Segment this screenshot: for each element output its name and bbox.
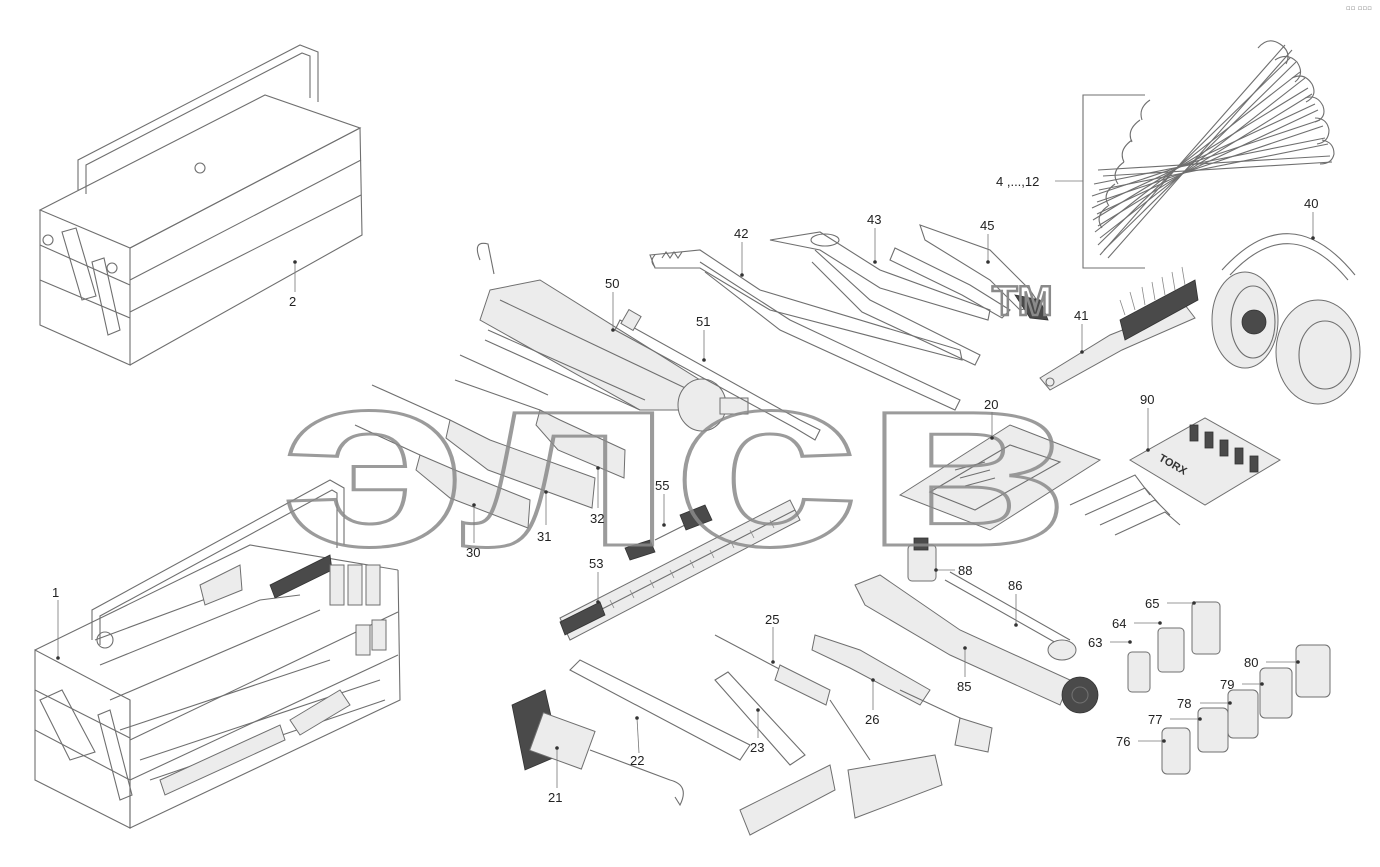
callout-30: 30: [466, 545, 480, 560]
socket-set: [1127, 601, 1331, 775]
corner-glyphs: ▫︎▫︎ ▫︎▫︎▫︎: [1346, 4, 1372, 12]
quick-coupler: [624, 504, 713, 561]
watermark: элсв TM: [279, 276, 1072, 600]
callout-43: 43: [867, 212, 881, 227]
callout-50: 50: [605, 276, 619, 291]
callout-63: 63: [1088, 635, 1102, 650]
callout-79: 79: [1220, 677, 1234, 692]
callout-32: 32: [590, 511, 604, 526]
callout-90: 90: [1140, 392, 1154, 407]
callout-64: 64: [1112, 616, 1126, 631]
wrench-set: [1082, 40, 1335, 269]
wire-brush: [1039, 266, 1199, 391]
callout-77: 77: [1148, 712, 1162, 727]
ear-muffs: [1211, 233, 1361, 405]
callout-4-12: 4 ,...,12: [996, 174, 1039, 189]
hammers-and-punches: [511, 634, 993, 836]
callout-65: 65: [1145, 596, 1159, 611]
callout-1: 1: [52, 585, 59, 600]
torx-key-set: TORX: [1069, 417, 1281, 536]
callout-20: 20: [984, 397, 998, 412]
callout-42: 42: [734, 226, 748, 241]
callout-26: 26: [865, 712, 879, 727]
toolbox-open: [34, 479, 401, 829]
callout-51: 51: [696, 314, 710, 329]
callout-40: 40: [1304, 196, 1318, 211]
callout-86: 86: [1008, 578, 1022, 593]
torque-wrench: [559, 499, 801, 641]
callout-88: 88: [958, 563, 972, 578]
ratchet-and-extension: [854, 537, 1099, 714]
watermark-trademark: TM: [992, 277, 1053, 324]
callout-23: 23: [750, 740, 764, 755]
callout-45: 45: [980, 218, 994, 233]
callout-85: 85: [957, 679, 971, 694]
watermark-text: элсв: [280, 319, 1070, 598]
callout-41: 41: [1074, 308, 1088, 323]
grease-gun: [476, 242, 821, 441]
screwdrivers: [354, 329, 646, 529]
callout-78: 78: [1177, 696, 1191, 711]
hex-key-set: [898, 424, 1102, 531]
callout-31: 31: [537, 529, 551, 544]
callouts: 1 2 4 ,...,12 20 21 22 23 25 26 30 31 32…: [52, 174, 1318, 805]
callout-2: 2: [289, 294, 296, 309]
callout-21: 21: [548, 790, 562, 805]
callout-25: 25: [765, 612, 779, 627]
callout-80: 80: [1244, 655, 1258, 670]
pliers: [649, 224, 1049, 411]
callout-22: 22: [630, 753, 644, 768]
callout-55: 55: [655, 478, 669, 493]
toolbox-closed: [38, 44, 363, 366]
callout-53: 53: [589, 556, 603, 571]
callout-76: 76: [1116, 734, 1130, 749]
